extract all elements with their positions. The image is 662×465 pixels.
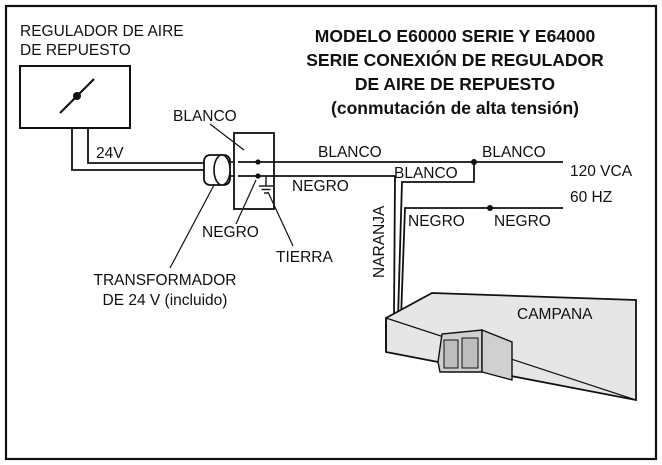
regulator-label-2: DE REPUESTO xyxy=(20,42,131,59)
wire-24v-a xyxy=(71,128,205,171)
hood-label: CAMPANA xyxy=(517,306,593,323)
leader-blanco xyxy=(209,123,245,151)
title-line-3: DE AIRE DE REPUESTO xyxy=(355,74,555,94)
transformer-label-2: DE 24 V (incluido) xyxy=(103,292,228,309)
negro-bottom-label: NEGRO xyxy=(202,224,259,241)
outer-border xyxy=(4,4,658,461)
supply-label-2: 60 HZ xyxy=(570,189,612,206)
junction-node-black xyxy=(255,173,261,179)
wire-label-naranja: NARANJA xyxy=(371,205,388,278)
transformer-icon xyxy=(203,154,238,186)
damper-symbol-icon xyxy=(59,78,95,114)
wire-label-negro-2: NEGRO xyxy=(494,213,551,230)
junction-box xyxy=(233,132,275,210)
junction-negro-label: NEGRO xyxy=(292,178,349,195)
range-hood-icon xyxy=(385,292,637,402)
wire-24v-b xyxy=(87,128,205,164)
title-line-4: (conmutación de alta tensión) xyxy=(331,98,579,118)
wire-label-blanco-2: BLANCO xyxy=(482,144,546,161)
leader-transformer xyxy=(169,184,215,269)
transformer-label-1: TRANSFORMADOR xyxy=(94,272,237,289)
junction-node-white xyxy=(255,159,261,165)
tierra-label: TIERRA xyxy=(276,249,334,266)
regulator-voltage-label: 24V xyxy=(96,145,124,162)
leader-negro xyxy=(235,179,257,225)
wire-negro-to-hood xyxy=(400,207,563,319)
wire-label-blanco-1: BLANCO xyxy=(318,144,382,161)
regulator-box xyxy=(19,65,131,129)
wire-naranja-to-hood xyxy=(393,175,396,319)
wire-label-blanco-3: BLANCO xyxy=(394,165,458,182)
wire-label-negro-1: NEGRO xyxy=(408,213,465,230)
regulator-label-1: REGULADOR DE AIRE xyxy=(20,23,184,40)
ground-symbol-icon xyxy=(259,176,273,194)
supply-label-1: 120 VCA xyxy=(570,163,633,180)
leader-tierra xyxy=(267,191,294,247)
title-line-2: SERIE CONEXIÓN DE REGULADOR xyxy=(306,49,604,70)
wire-blanco-to-hood xyxy=(397,162,475,319)
junction-blanco-label: BLANCO xyxy=(173,108,237,125)
title-line-1: MODELO E60000 SERIE Y E64000 xyxy=(315,26,596,46)
splice-node-negro xyxy=(487,205,493,211)
